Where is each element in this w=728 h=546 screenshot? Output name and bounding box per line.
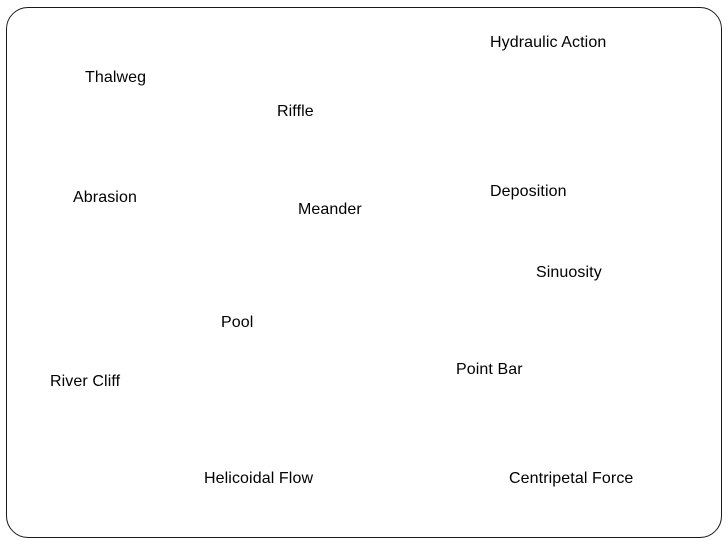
term-label: Thalweg	[85, 69, 147, 86]
term-label: Riffle	[277, 103, 314, 120]
term-label: Hydraulic Action	[490, 34, 607, 51]
slide-border-frame	[6, 7, 722, 538]
term-label: Point Bar	[456, 361, 523, 378]
term-label: Meander	[298, 201, 362, 218]
term-label: Centripetal Force	[509, 470, 634, 487]
term-label: Sinuosity	[536, 264, 602, 281]
term-label: River Cliff	[50, 373, 121, 390]
term-label: Helicoidal Flow	[204, 470, 314, 487]
term-label: Abrasion	[73, 189, 137, 206]
term-label: Deposition	[490, 183, 567, 200]
term-label: Pool	[221, 314, 254, 331]
